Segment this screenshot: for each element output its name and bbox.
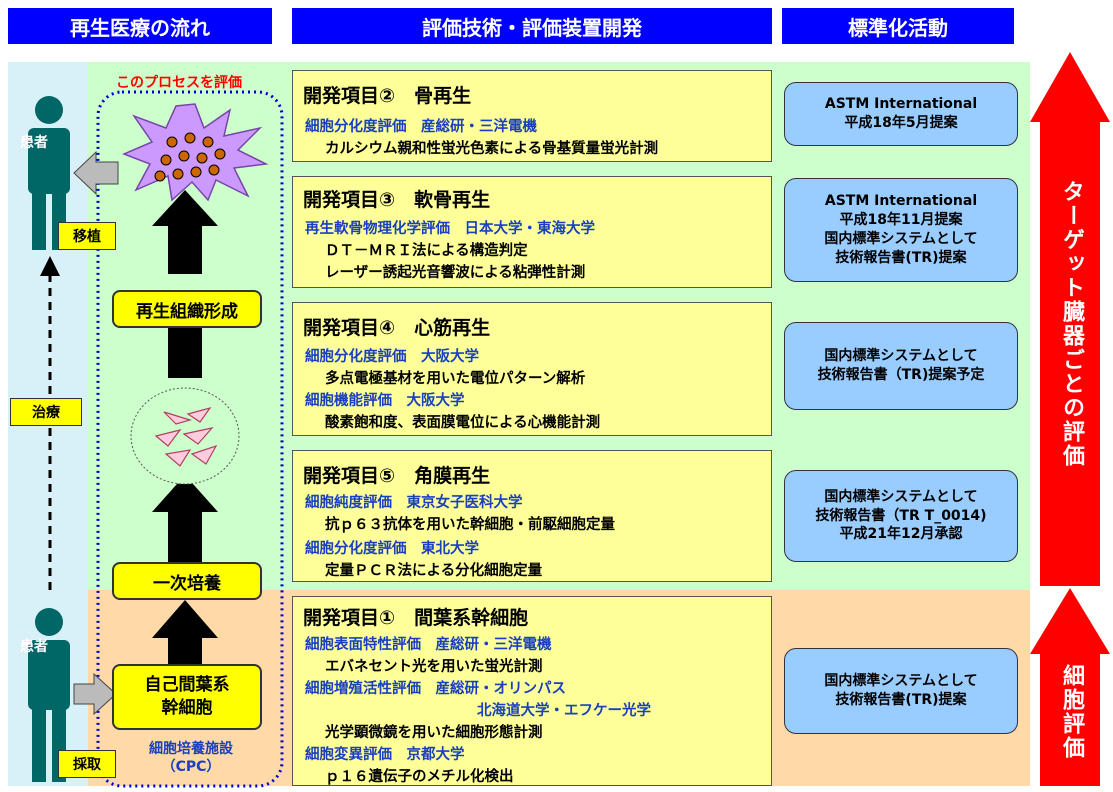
standard-line: 国内標準システムとして bbox=[824, 488, 978, 505]
item-cornea-box: 開発項目⑤ 角膜再生 細胞純度評価 東京女子医科大学 抗ｐ６３抗体を用いた幹細胞… bbox=[292, 450, 772, 582]
standard-line: 技術報告書（TR)提案予定 bbox=[817, 367, 985, 383]
item-title: 開発項目② 骨再生 bbox=[303, 85, 472, 107]
standard-cartilage: ASTM International 平成18年11月提案 国内標準システムとし… bbox=[784, 178, 1018, 282]
header-standardization: 標準化活動 bbox=[782, 8, 1014, 44]
process-label: このプロセスを評価 bbox=[116, 75, 242, 91]
item-line: 多点電極基材を用いた電位パターン解析 bbox=[325, 371, 586, 387]
item-bone-box: 開発項目② 骨再生 細胞分化度評価 産総研・三洋電機 カルシウム親和性蛍光色素に… bbox=[292, 70, 772, 162]
item-line: ｐ１６遺伝子のメチル化検出 bbox=[325, 769, 514, 785]
item-line: 細胞変異評価 京都大学 bbox=[305, 747, 465, 763]
cpc-line2: （CPC） bbox=[161, 758, 221, 775]
treatment-tag: 治療 bbox=[10, 398, 82, 426]
item-title: 開発項目③ 軟骨再生 bbox=[303, 189, 491, 211]
item-line: エバネセント光を用いた蛍光計測 bbox=[325, 659, 543, 675]
item-line: 北海道大学・エフケー光学 bbox=[477, 703, 651, 719]
standard-myocardium: 国内標準システムとして 技術報告書（TR)提案予定 bbox=[784, 322, 1018, 410]
item-line: 細胞表面特性評価 産総研・三洋電機 bbox=[305, 637, 552, 653]
tissue-formation-label: 再生組織形成 bbox=[136, 301, 238, 322]
standard-line: 平成18年11月提案 bbox=[839, 212, 963, 229]
item-line: 再生軟骨物理化学評価 日本大学・東海大学 bbox=[305, 221, 595, 237]
red-arrows bbox=[1030, 52, 1110, 786]
item-line: 抗ｐ６３抗体を用いた幹細胞・前駆細胞定量 bbox=[325, 517, 615, 533]
standard-line: 技術報告書(TR)提案 bbox=[835, 249, 967, 266]
cpc-line1: 細胞培養施設 bbox=[149, 741, 233, 757]
item-line: 酸素飽和度、表面膜電位による心機能計測 bbox=[325, 415, 601, 431]
cpc-label: 細胞培養施設 （CPC） bbox=[118, 741, 264, 776]
item-title: 開発項目① 間葉系幹細胞 bbox=[303, 607, 529, 629]
standard-line: ASTM International bbox=[824, 193, 978, 210]
item-line: カルシウム親和性蛍光色素による骨基質量蛍光計測 bbox=[325, 141, 659, 157]
item-line: ＤＴ－ＭＲＩ法による構造判定 bbox=[325, 243, 528, 259]
primary-culture-label: 一次培養 bbox=[153, 573, 221, 594]
standard-cornea: 国内標準システムとして 技術報告書（TR T_0014) 平成21年12月承認 bbox=[784, 470, 1018, 562]
msc-step: 自己間葉系 幹細胞 bbox=[112, 664, 262, 730]
item-line: 細胞分化度評価 東北大学 bbox=[305, 541, 479, 557]
cell-eval-label: 細胞評価 bbox=[1059, 664, 1084, 760]
standard-line: 技術報告書(TR)提案 bbox=[835, 692, 967, 708]
standard-line: 国内標準システムとして bbox=[824, 348, 978, 365]
standard-line: ASTM International bbox=[824, 96, 978, 113]
primary-culture-step: 一次培養 bbox=[112, 562, 262, 600]
item-line: 細胞増殖活性評価 産総研・オリンパス bbox=[305, 681, 566, 697]
item-title: 開発項目④ 心筋再生 bbox=[303, 317, 491, 339]
patient-bottom-label: 患者 bbox=[20, 639, 48, 655]
organ-eval-label: ターゲット臓器ごとの評価 bbox=[1059, 180, 1084, 468]
cultured-cells-dish bbox=[130, 387, 240, 485]
tissue-formation-step: 再生組織形成 bbox=[112, 290, 262, 328]
standard-line: 平成18年5月提案 bbox=[844, 115, 958, 131]
standard-line: 国内標準システムとして bbox=[824, 231, 978, 247]
item-line: 細胞機能評価 大阪大学 bbox=[305, 393, 465, 409]
standard-line: 平成21年12月承認 bbox=[839, 526, 963, 543]
regenerated-tissue-starburst bbox=[122, 103, 269, 202]
item-myocardium-box: 開発項目④ 心筋再生 細胞分化度評価 大阪大学 多点電極基材を用いた電位パターン… bbox=[292, 302, 772, 436]
header-regenerative-flow: 再生医療の流れ bbox=[8, 8, 272, 44]
item-line: 光学顕微鏡を用いた細胞形態計測 bbox=[325, 725, 543, 741]
patient-top-label: 患者 bbox=[20, 135, 48, 151]
standard-line: 国内標準システムとして bbox=[824, 673, 978, 690]
msc-line1: 自己間葉系 bbox=[144, 675, 230, 696]
header-evaluation-tech: 評価技術・評価装置開発 bbox=[292, 8, 772, 44]
standard-bone: ASTM International 平成18年5月提案 bbox=[784, 82, 1018, 146]
item-line: 細胞分化度評価 産総研・三洋電機 bbox=[305, 119, 537, 135]
harvest-tag: 採取 bbox=[58, 750, 116, 778]
item-line: レーザー誘起光音響波による粘弾性計測 bbox=[325, 265, 586, 281]
item-msc-box: 開発項目① 間葉系幹細胞 細胞表面特性評価 産総研・三洋電機 エバネセント光を用… bbox=[292, 596, 772, 786]
item-cartilage-box: 開発項目③ 軟骨再生 再生軟骨物理化学評価 日本大学・東海大学 ＤＴ－ＭＲＩ法に… bbox=[292, 176, 772, 288]
item-line: 定量ＰＣＲ法による分化細胞定量 bbox=[325, 563, 543, 579]
patient-bottom-icon bbox=[28, 608, 70, 782]
item-line: 細胞分化度評価 大阪大学 bbox=[305, 349, 479, 365]
transplant-tag: 移植 bbox=[58, 222, 116, 250]
item-title: 開発項目⑤ 角膜再生 bbox=[303, 465, 491, 487]
standard-line: 技術報告書（TR T_0014) bbox=[815, 507, 987, 524]
msc-line2: 幹細胞 bbox=[161, 698, 213, 718]
standard-msc: 国内標準システムとして 技術報告書(TR)提案 bbox=[784, 648, 1018, 734]
item-line: 細胞純度評価 東京女子医科大学 bbox=[305, 495, 523, 511]
